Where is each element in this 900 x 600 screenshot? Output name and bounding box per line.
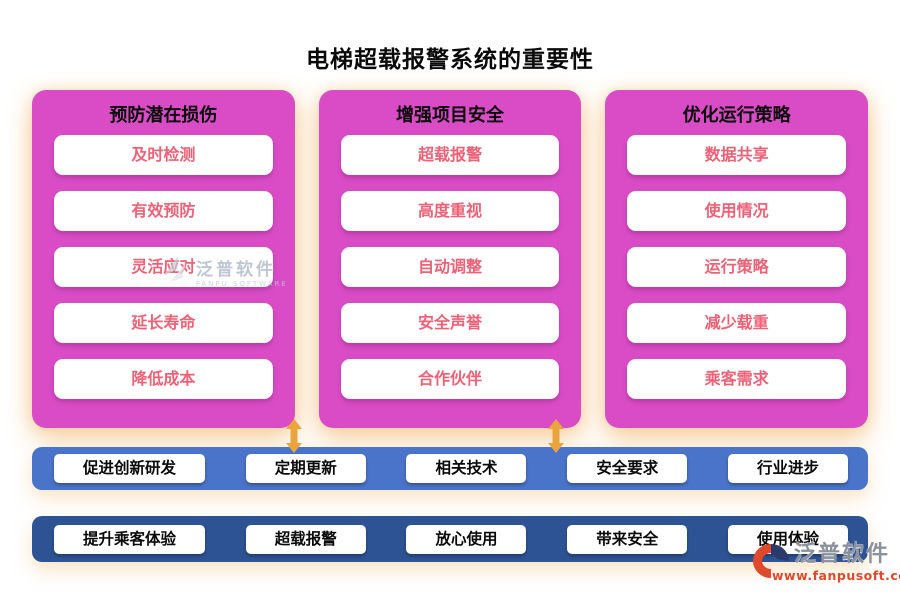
column-item: 灵活应对 [54, 247, 273, 287]
support-bar-top: 促进创新研发 定期更新 相关技术 安全要求 行业进步 [32, 447, 868, 490]
bar-item: 相关技术 [406, 454, 527, 483]
column-prevent-damage: 预防潜在损伤 及时检测 有效预防 灵活应对 延长寿命 降低成本 [32, 90, 295, 428]
column-item: 乘客需求 [627, 359, 846, 399]
watermark-url-text: www.fanpusoft.com [772, 568, 900, 583]
column-item: 自动调整 [340, 247, 560, 287]
column-item: 使用情况 [627, 191, 846, 231]
bar-item: 提升乘客体验 [54, 524, 206, 554]
column-optimize-strategy: 优化运行策略 数据共享 使用情况 运行策略 减少载重 乘客需求 [605, 90, 868, 428]
column-enhance-safety: 增强项目安全 超载报警 高度重视 自动调整 安全声誉 合作伙伴 [318, 90, 582, 428]
watermark-corner: 泛普软件 www.fanpusoft.com [750, 542, 900, 586]
column-item: 超载报警 [340, 135, 560, 175]
column-item: 有效预防 [54, 191, 273, 231]
bar-item: 定期更新 [245, 454, 366, 483]
column-header: 优化运行策略 [682, 105, 791, 126]
column-item: 延长寿命 [54, 303, 273, 343]
bar-item: 超载报警 [245, 524, 366, 554]
up-down-arrow-icon [547, 419, 565, 453]
up-down-arrow-icon [285, 419, 303, 453]
watermark-brand-text: 泛普软件 [794, 542, 891, 567]
column-item: 运行策略 [627, 247, 846, 287]
page-title: 电梯超载报警系统的重要性 [306, 47, 594, 73]
columns-row: 预防潜在损伤 及时检测 有效预防 灵活应对 延长寿命 降低成本 增强项目安全 超… [32, 90, 868, 428]
column-header: 增强项目安全 [395, 105, 504, 126]
column-item: 合作伙伴 [340, 359, 560, 399]
bar-item: 促进创新研发 [54, 454, 206, 483]
bar-item: 行业进步 [727, 454, 848, 483]
bar-item: 带来安全 [567, 524, 688, 554]
watermark-brand-text: 泛普软件 [196, 259, 276, 280]
bar-item: 安全要求 [567, 454, 688, 483]
column-item: 降低成本 [54, 359, 273, 399]
watermark-center: 泛普软件 FANPU SOFTWARE [160, 254, 288, 288]
column-item: 减少载重 [627, 303, 846, 343]
bar-item: 放心使用 [406, 524, 527, 554]
column-item: 安全声誉 [340, 303, 560, 343]
column-header: 预防潜在损伤 [109, 105, 218, 126]
column-item: 高度重视 [340, 191, 560, 231]
watermark-brand-en-text: FANPU SOFTWARE [196, 279, 288, 288]
column-item: 数据共享 [627, 135, 846, 175]
fanpu-logo-icon [750, 542, 792, 586]
column-item: 及时检测 [54, 135, 273, 175]
support-bar-bottom: 提升乘客体验 超载报警 放心使用 带来安全 使用体验 [32, 516, 868, 562]
bar-item: 使用体验 [727, 524, 848, 554]
fanpu-logo-icon [160, 254, 192, 288]
